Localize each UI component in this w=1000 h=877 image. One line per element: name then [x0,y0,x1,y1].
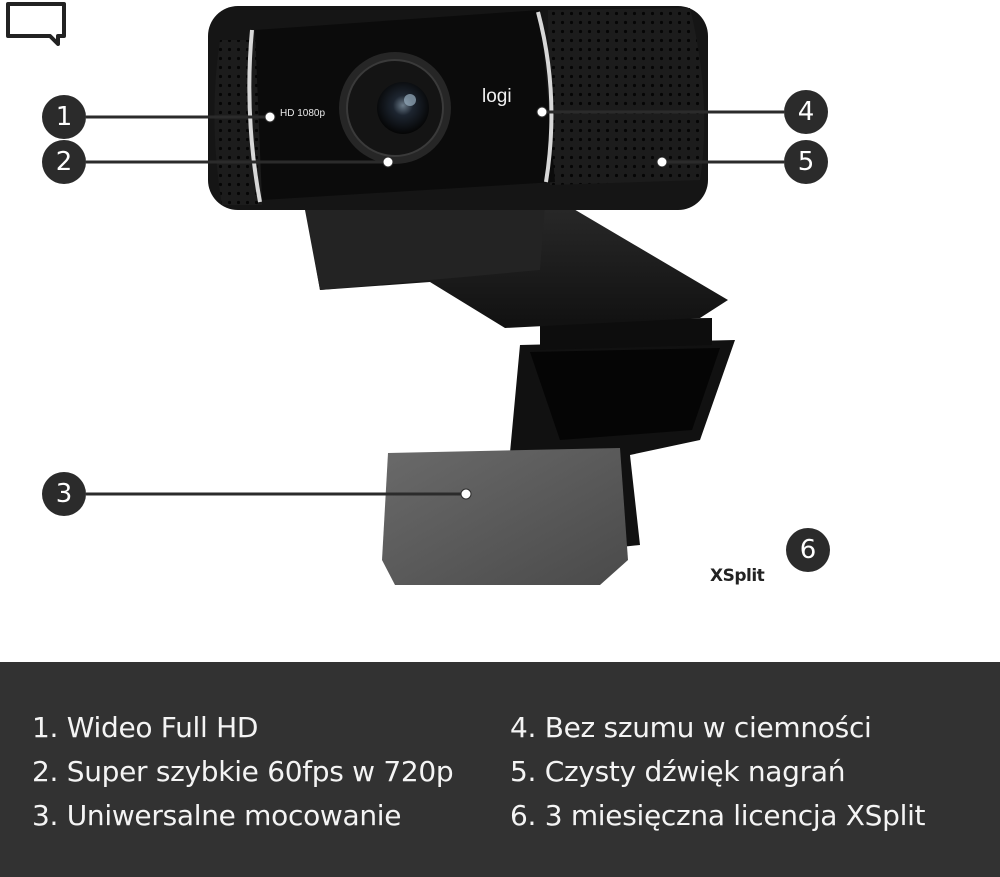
callout-badge-5: 5 [784,140,828,184]
product-image-area: HD 1080p logi 1 2 3 4 5 6 XSplit [6,2,830,586]
hd-1080p-label: HD 1080p [280,108,326,119]
callout-badge-1: 1 [42,95,86,139]
legend-item-2: 2. Super szybkie 60fps w 720p [32,755,454,788]
legend-item-5: 5. Czysty dźwięk nagrań [510,755,846,788]
logi-brand-logo: logi [482,86,512,107]
xsplit-icon [6,2,66,46]
callout-badge-6: 6 [786,528,830,572]
feature-legend: 1. Wideo Full HD 2. Super szybkie 60fps … [0,662,1000,877]
legend-column-right: 4. Bez szumu w ciemności 5. Czysty dźwię… [510,706,926,838]
legend-item-3: 3. Uniwersalne mocowanie [32,799,402,832]
lens-glass [377,82,429,134]
callout-badge-3: 3 [42,472,86,516]
clip-hinge [540,318,712,350]
xsplit-logo-text: XSplit [710,566,765,586]
right-grill [548,8,705,185]
legend-item-1: 1. Wideo Full HD [32,711,259,744]
legend-item-6: 6. 3 miesięczna licencja XSplit [510,799,926,832]
webcam-illustration [86,6,784,585]
callout-badge-2: 2 [42,140,86,184]
legend-column-left: 1. Wideo Full HD 2. Super szybkie 60fps … [32,706,454,838]
callout-badge-4: 4 [784,90,828,134]
mount-foot [382,448,628,585]
legend-item-4: 4. Bez szumu w ciemności [510,711,872,744]
